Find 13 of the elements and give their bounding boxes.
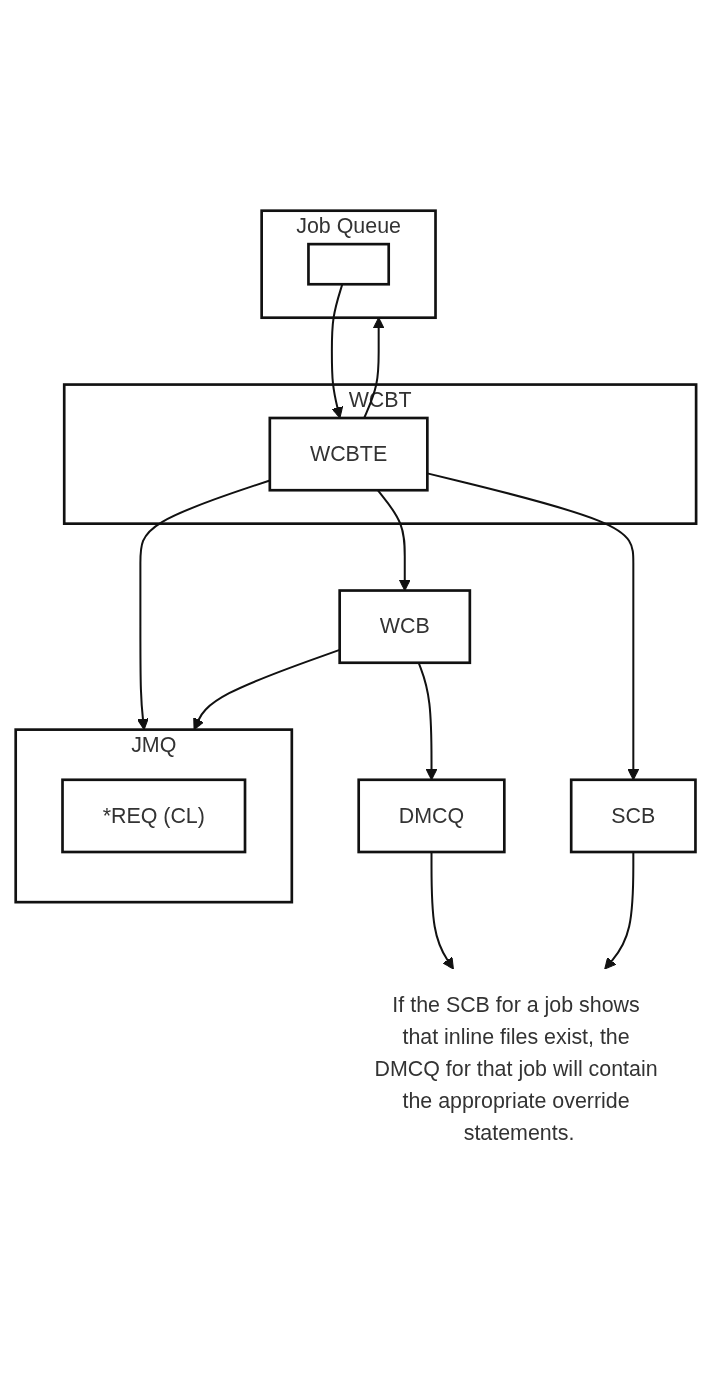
node-box: WCB [338,589,472,665]
node-box: SCB [569,778,697,854]
arrow [604,852,635,970]
cluster: Job Queue [260,209,437,320]
arrow [427,472,640,781]
arrow [430,852,454,970]
node-box: WCBTE [268,417,429,492]
node-box [307,243,391,286]
arrow [330,284,344,419]
node-box: DMCQ [357,778,506,854]
arrow [363,317,385,419]
node-text: If the SCB for a job shows that inline files exist, the DMCQ for that job will contain the appropriate override statements. [374,993,658,1145]
node-box: *REQ (CL) [61,778,247,854]
